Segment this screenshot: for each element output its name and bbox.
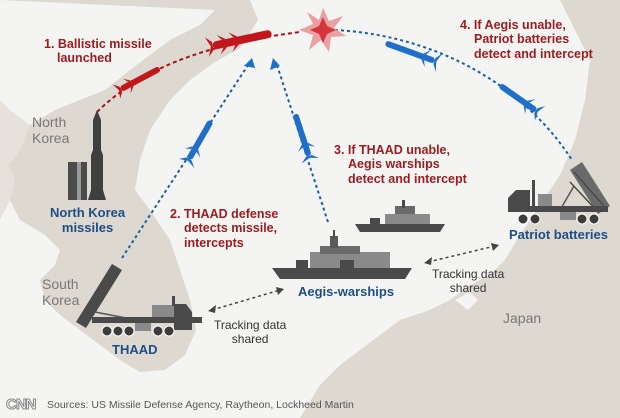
tracking-note-left: Tracking data shared	[214, 318, 287, 347]
unit-label-aegis: Aegis-warships	[298, 284, 395, 299]
warship-icon	[272, 230, 412, 279]
launcher-truck-icon	[76, 264, 202, 337]
step-line: 2. THAAD defense	[170, 207, 279, 221]
step-line: Aegis warships	[348, 157, 440, 172]
tracking-arrowhead-icon	[208, 305, 216, 313]
tracking-arrow-right	[427, 245, 496, 263]
step-4-label: 4. If Aegis unable, Patriot batteries de…	[460, 18, 593, 61]
step-line: 3. If THAAD unable,	[334, 143, 450, 157]
unit-label-patriot: Patriot batteries	[509, 227, 608, 242]
japan-landmass	[300, 0, 620, 418]
country-label-south-korea: South Korea	[42, 276, 79, 308]
tracking-arrowhead-icon	[424, 257, 432, 265]
ballistic-missile-icon	[112, 67, 161, 99]
warship-icon	[355, 200, 445, 232]
country-label-line: Korea	[42, 292, 80, 309]
note-line: Tracking data	[432, 267, 505, 281]
unit-line: North Korea	[50, 205, 126, 220]
launcher-truck-icon	[508, 162, 610, 225]
step-line: detect and intercept	[348, 171, 467, 186]
thaad-arrowhead-icon	[244, 58, 255, 68]
tracking-arrow-left	[211, 289, 281, 311]
interceptor-missile-icon	[385, 41, 443, 72]
unit-label-nk-missiles: North Korea missiles	[50, 205, 126, 236]
tracking-note-right: Tracking data shared	[432, 267, 505, 296]
china-coast	[0, 0, 30, 220]
note-line: shared	[449, 280, 487, 295]
interceptor-missile-icon	[178, 120, 213, 168]
country-label-line: South	[42, 276, 79, 292]
explosion-icon	[299, 8, 346, 52]
step-line: detect and intercept	[474, 46, 593, 61]
country-label-north-korea: North Korea	[32, 114, 69, 146]
unit-line: missiles	[61, 219, 114, 235]
country-label-line: North	[32, 114, 67, 130]
aegis-arrowhead-icon	[270, 58, 280, 70]
interceptor-missile-icon	[499, 84, 546, 121]
unit-label-thaad: THAAD	[112, 342, 158, 357]
step-line: Patriot batteries	[474, 32, 570, 47]
patriot-trajectory	[334, 29, 573, 161]
country-label-line: Korea	[32, 130, 70, 147]
step-2-label: 2. THAAD defense detects missile, interc…	[170, 207, 278, 250]
japan-hokkaido-inlet	[455, 292, 478, 310]
interceptor-missile-icon	[293, 113, 319, 164]
tracking-arrowhead-icon	[276, 287, 284, 295]
tracking-arrowhead-icon	[491, 243, 499, 251]
step-1-label: 1. Ballistic missile launched	[44, 37, 152, 66]
step-line: launched	[57, 51, 112, 66]
korean-peninsula	[0, 0, 258, 372]
step-line: 1. Ballistic missile	[44, 37, 152, 51]
step-3-label: 3. If THAAD unable, Aegis warships detec…	[334, 143, 467, 186]
step-line: detects missile,	[184, 221, 278, 236]
sources-text: Sources: US Missile Defense Agency, Rayt…	[47, 399, 354, 411]
note-line: Tracking data	[214, 318, 287, 332]
cnn-logo: CNN	[6, 396, 37, 414]
nk-missile-launcher-icon	[68, 110, 106, 200]
step-line: intercepts	[184, 235, 244, 250]
step-line: 4. If Aegis unable,	[460, 18, 566, 32]
note-line: shared	[231, 331, 269, 346]
country-label-japan: Japan	[503, 310, 542, 326]
ballistic-trajectory	[96, 31, 301, 113]
